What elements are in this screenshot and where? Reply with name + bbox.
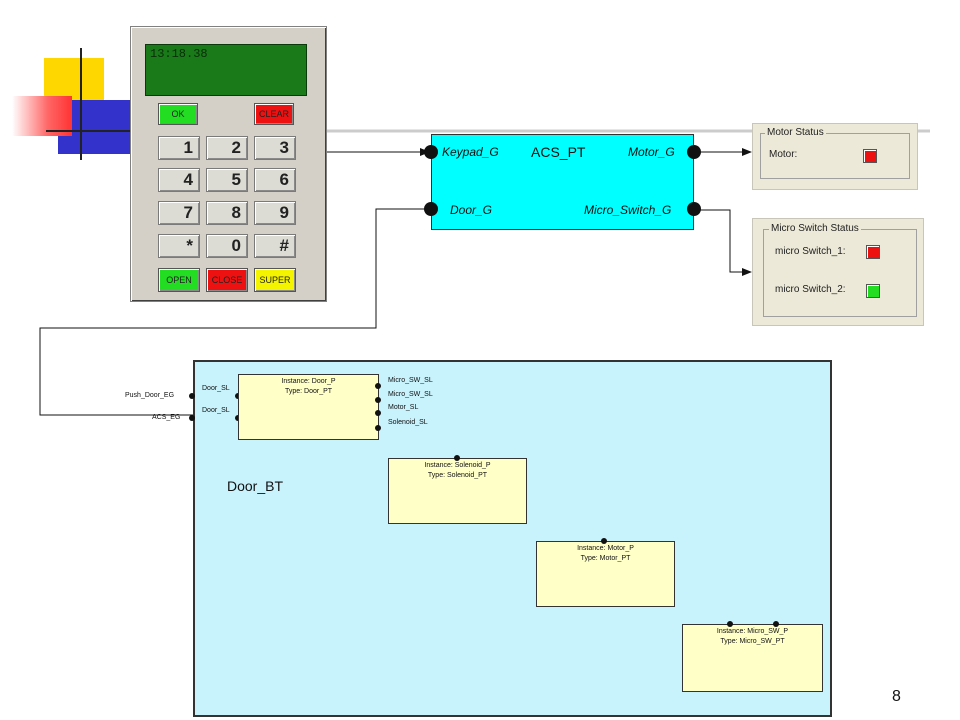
door-bt-title: Door_BT (227, 478, 284, 494)
motor-label: Motor: (769, 149, 798, 160)
key-8[interactable]: 8 (206, 201, 248, 225)
page-number: 8 (892, 688, 901, 705)
micro-switch-status-panel: Micro Switch Status micro Switch_1: micr… (752, 218, 924, 326)
solenoid-p-instance: Instance: Solenoid_P (424, 462, 491, 469)
motor-p-instance: Instance: Motor_P (577, 545, 634, 552)
motor-sl-label: Motor_SL (388, 404, 419, 411)
deco-vertical-line (80, 48, 82, 160)
solenoid-sl-label: Solenoid_SL (388, 419, 428, 426)
key-7[interactable]: 7 (158, 201, 200, 225)
acs-eg-label: ACS_EG (152, 414, 181, 421)
keypad-g-label: Keypad_G (442, 145, 499, 159)
micro-switch-g-label: Micro_Switch_G (584, 203, 672, 217)
acs-title: ACS_PT (531, 144, 586, 160)
door-g-port (424, 202, 438, 216)
key-0[interactable]: 0 (206, 234, 248, 258)
micro-sw-sl-2-label: Micro_SW_SL (388, 391, 433, 398)
motor-p-type: Type: Motor_PT (580, 555, 631, 562)
acs-pt-block: ACS_PT Keypad_G Door_G Motor_G Micro_Swi… (431, 134, 694, 230)
super-button[interactable]: SUPER (254, 268, 296, 292)
motor-p-block: Instance: Motor_P Type: Motor_PT (536, 541, 675, 607)
micro-sw-p-type: Type: Micro_SW_PT (720, 638, 785, 645)
key-3[interactable]: 3 (254, 136, 296, 160)
micro-switch-g-port (687, 202, 701, 216)
door-sl-1-label: Door_SL (202, 385, 230, 392)
motor-g-label: Motor_G (628, 145, 675, 159)
solenoid-p-block: Instance: Solenoid_P Type: Solenoid_PT (388, 458, 527, 524)
key-6[interactable]: 6 (254, 168, 296, 192)
deco-horizontal-line (46, 130, 130, 132)
door-p-out-4 (375, 425, 381, 431)
micro-sw-p-port-2 (773, 621, 779, 627)
micro-switch-2-led (866, 284, 880, 298)
keypad-panel: 13:18.38 OK CLEAR 1 2 3 4 5 6 7 8 9 * 0 … (130, 26, 327, 302)
keypad-g-port (424, 145, 438, 159)
motor-status-panel: Motor Status Motor: (752, 123, 918, 190)
door-sl-2-label: Door_SL (202, 407, 230, 414)
door-p-instance: Instance: Door_P (281, 378, 336, 385)
motor-led (863, 149, 877, 163)
door-p-block: Instance: Door_P Type: Door_PT (238, 374, 379, 440)
door-g-label: Door_G (450, 203, 493, 217)
key-1[interactable]: 1 (158, 136, 200, 160)
ok-button[interactable]: OK (158, 103, 198, 125)
motor-p-port (601, 538, 607, 544)
door-p-out-2 (375, 397, 381, 403)
door-p-out-3 (375, 410, 381, 416)
key-4[interactable]: 4 (158, 168, 200, 192)
door-p-out-1 (375, 383, 381, 389)
clear-button[interactable]: CLEAR (254, 103, 294, 125)
push-door-eg-label: Push_Door_EG (125, 392, 175, 399)
door-p-type: Type: Door_PT (284, 388, 333, 395)
close-button[interactable]: CLOSE (206, 268, 248, 292)
motor-g-port (687, 145, 701, 159)
open-button[interactable]: OPEN (158, 268, 200, 292)
key-star[interactable]: * (158, 234, 200, 258)
micro-sw-p-block: Instance: Micro_SW_P Type: Micro_SW_PT (682, 624, 823, 692)
motor-status-title: Motor Status (765, 127, 826, 138)
micro-sw-p-instance: Instance: Micro_SW_P (716, 628, 789, 635)
key-2[interactable]: 2 (206, 136, 248, 160)
key-9[interactable]: 9 (254, 201, 296, 225)
deco-red-square (12, 96, 72, 136)
acs-eg-port (189, 415, 195, 421)
keypad-display: 13:18.38 (145, 44, 307, 96)
micro-sw-sl-1-label: Micro_SW_SL (388, 377, 433, 384)
micro-switch-1-label: micro Switch_1: (775, 246, 846, 257)
motor-status-group (760, 133, 910, 179)
micro-switch-status-group (763, 229, 917, 317)
key-5[interactable]: 5 (206, 168, 248, 192)
push-door-port (189, 393, 195, 399)
micro-switch-1-led (866, 245, 880, 259)
key-hash[interactable]: # (254, 234, 296, 258)
solenoid-p-type: Type: Solenoid_PT (427, 472, 488, 479)
micro-switch-status-title: Micro Switch Status (769, 223, 861, 234)
micro-switch-2-label: micro Switch_2: (775, 284, 846, 295)
micro-sw-p-port-1 (727, 621, 733, 627)
solenoid-p-port (454, 455, 460, 461)
